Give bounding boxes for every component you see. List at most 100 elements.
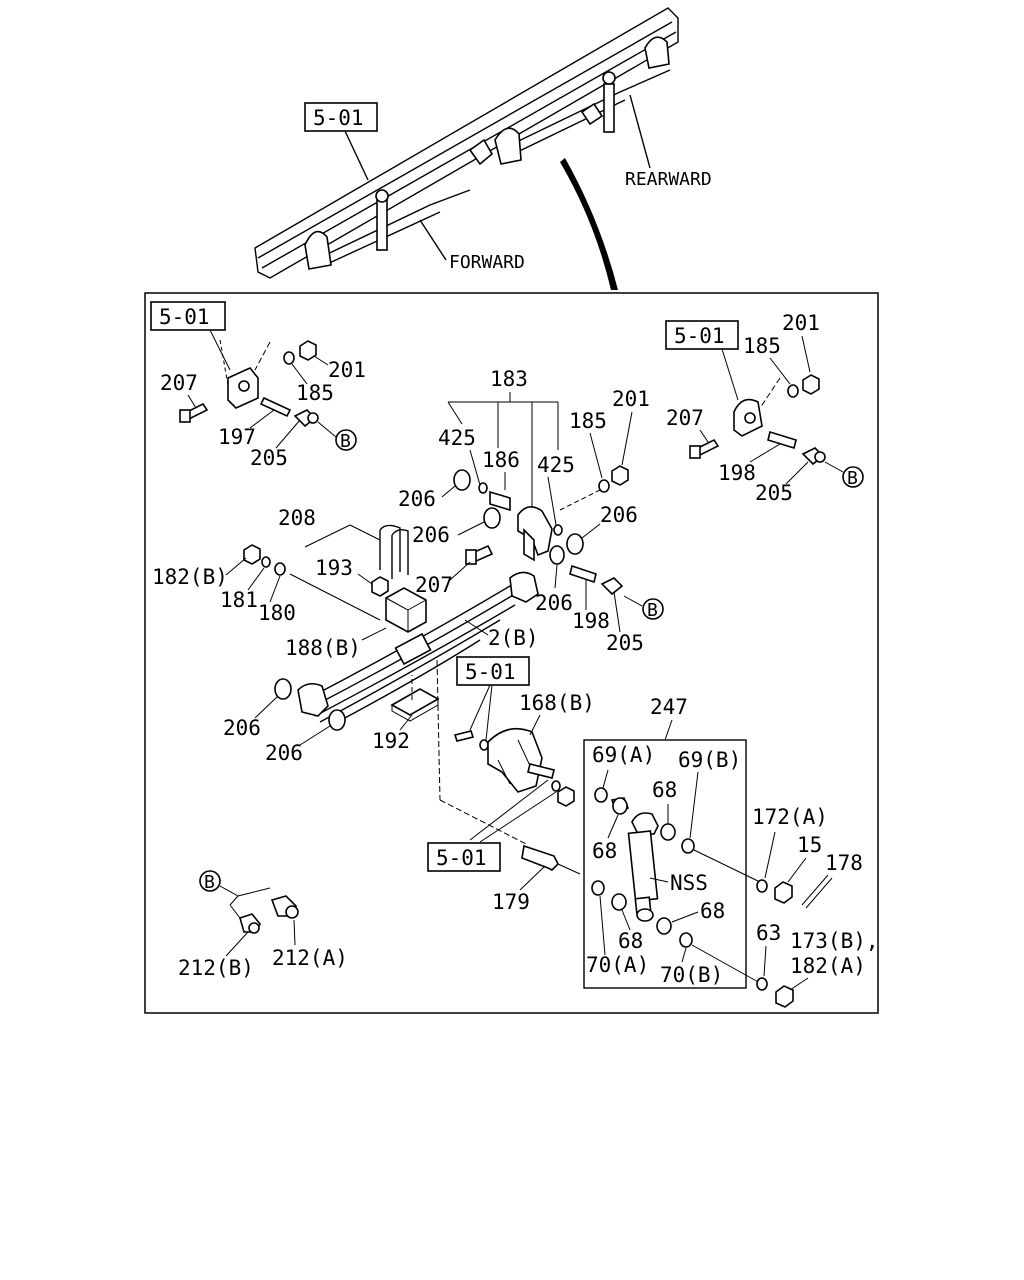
ref-frame-right-label: 5-01 [674, 324, 725, 348]
forward-label: FORWARD [449, 252, 525, 273]
right-hardware-group: 172(A) 15 178 63 173(B), 182(A) [691, 805, 879, 1008]
part-181: 181 [220, 588, 258, 612]
bushing-206-f [328, 709, 346, 731]
part-425-left: 425 [438, 426, 476, 450]
circle-b-middle-label: B [647, 600, 658, 621]
shackle-body [517, 506, 553, 557]
part-205-middle: 205 [606, 631, 644, 655]
part-201-middle: 201 [612, 387, 650, 411]
part-201-right: 201 [782, 311, 820, 335]
part-185-middle: 185 [569, 409, 607, 433]
part-207-right: 207 [666, 406, 704, 430]
shock-bracket [487, 727, 543, 793]
part-69a: 69(A) [592, 743, 655, 767]
shock-body [627, 830, 659, 902]
spring-eye-front [297, 682, 329, 717]
circle-b-right-label: B [847, 468, 858, 489]
part-63: 63 [756, 921, 781, 945]
part-178: 178 [825, 851, 863, 875]
bushing-206-c [566, 533, 584, 555]
part-197: 197 [218, 425, 256, 449]
circle-b-left-label: B [340, 431, 351, 452]
grease-fittings-group: B 212(B) 212(A) [178, 870, 348, 980]
part-208: 208 [278, 506, 316, 530]
stud-179 [521, 844, 559, 871]
part-206-c: 206 [600, 503, 638, 527]
frame-overview: 5-01 FORWARD REARWARD [254, 7, 712, 290]
part-212b: 212(B) [178, 956, 254, 980]
part-205-left: 205 [250, 446, 288, 470]
part-182a: 182(A) [790, 954, 866, 978]
ref-box-bottom [427, 842, 501, 872]
bushing-206-d [549, 545, 565, 565]
shock-top-eye [631, 812, 659, 835]
part-247: 247 [650, 695, 688, 719]
part-68-c: 68 [618, 929, 643, 953]
zoom-arrow [560, 158, 618, 290]
bump-stop [385, 587, 427, 633]
ref-box-right [665, 320, 739, 350]
part-198-right: 198 [718, 461, 756, 485]
ref-box-left [150, 301, 226, 331]
ref-bracket-label: 5-01 [465, 660, 516, 684]
part-185-right: 185 [743, 334, 781, 358]
part-2b: 2(B) [488, 626, 539, 650]
ref-box-top [304, 102, 378, 132]
part-180: 180 [258, 601, 296, 625]
part-168b: 168(B) [519, 691, 595, 715]
detail-frame [144, 292, 879, 1014]
part-206-f: 206 [265, 741, 303, 765]
part-70a: 70(A) [586, 953, 649, 977]
part-206-a: 206 [398, 487, 436, 511]
part-68-d: 68 [700, 899, 725, 923]
part-188b: 188(B) [285, 636, 361, 660]
circle-b-left [335, 429, 357, 451]
part-206-d: 206 [535, 591, 573, 615]
nss-label: NSS [670, 871, 708, 895]
rear-hanger-group: 5-01 201 185 207 198 205 B [665, 311, 864, 505]
circle-b-right [842, 466, 864, 488]
circle-b-bottom [199, 870, 221, 892]
spring-eye-rear [509, 571, 539, 603]
part-15: 15 [797, 833, 822, 857]
shackle-group: 183 425 186 425 185 201 206 206 [398, 367, 664, 655]
part-198-middle: 198 [572, 609, 610, 633]
part-183: 183 [490, 367, 528, 391]
part-192: 192 [372, 729, 410, 753]
part-193: 193 [315, 556, 353, 580]
part-206-b: 206 [412, 523, 450, 547]
ref-top-label: 5-01 [313, 106, 364, 130]
part-201-left: 201 [328, 358, 366, 382]
part-69b: 69(B) [678, 748, 741, 772]
shock-kit-group: 247 69(A) 69(B) 68 68 NSS 68 68 70(A) 70… [583, 695, 747, 989]
part-68-a: 68 [652, 778, 677, 802]
part-207-middle: 207 [415, 573, 453, 597]
part-425-right: 425 [537, 453, 575, 477]
bushing-206-a [453, 469, 471, 491]
part-212a: 212(A) [272, 946, 348, 970]
circle-b-bottom-label: B [204, 872, 215, 893]
ref-box-bracket [456, 656, 530, 686]
part-206-e: 206 [223, 716, 261, 740]
front-hanger-group: 5-01 207 185 201 197 205 B [150, 301, 366, 470]
rearward-label: REARWARD [625, 169, 712, 190]
part-186: 186 [482, 448, 520, 472]
part-205-right: 205 [755, 481, 793, 505]
part-70b: 70(B) [660, 963, 723, 987]
part-68-b: 68 [592, 839, 617, 863]
leaf-spring-group: 208 193 182(B) 181 180 188(B) 2(B) [152, 506, 539, 846]
nut-15 [774, 881, 793, 904]
part-185-left: 185 [296, 381, 334, 405]
u-bolt [379, 524, 409, 579]
shock-bracket-group: 5-01 168(B) 5-01 179 [427, 656, 595, 914]
nut-182a [775, 985, 794, 1008]
part-172a: 172(A) [752, 805, 828, 829]
bushing-206-b [483, 507, 501, 529]
ref-frame-left-label: 5-01 [159, 305, 210, 329]
ref-bottom-label: 5-01 [436, 846, 487, 870]
shock-kit-box [583, 739, 747, 989]
part-182b-left: 182(B) [152, 565, 228, 589]
part-173b: 173(B), [790, 929, 879, 953]
part-179: 179 [492, 890, 530, 914]
